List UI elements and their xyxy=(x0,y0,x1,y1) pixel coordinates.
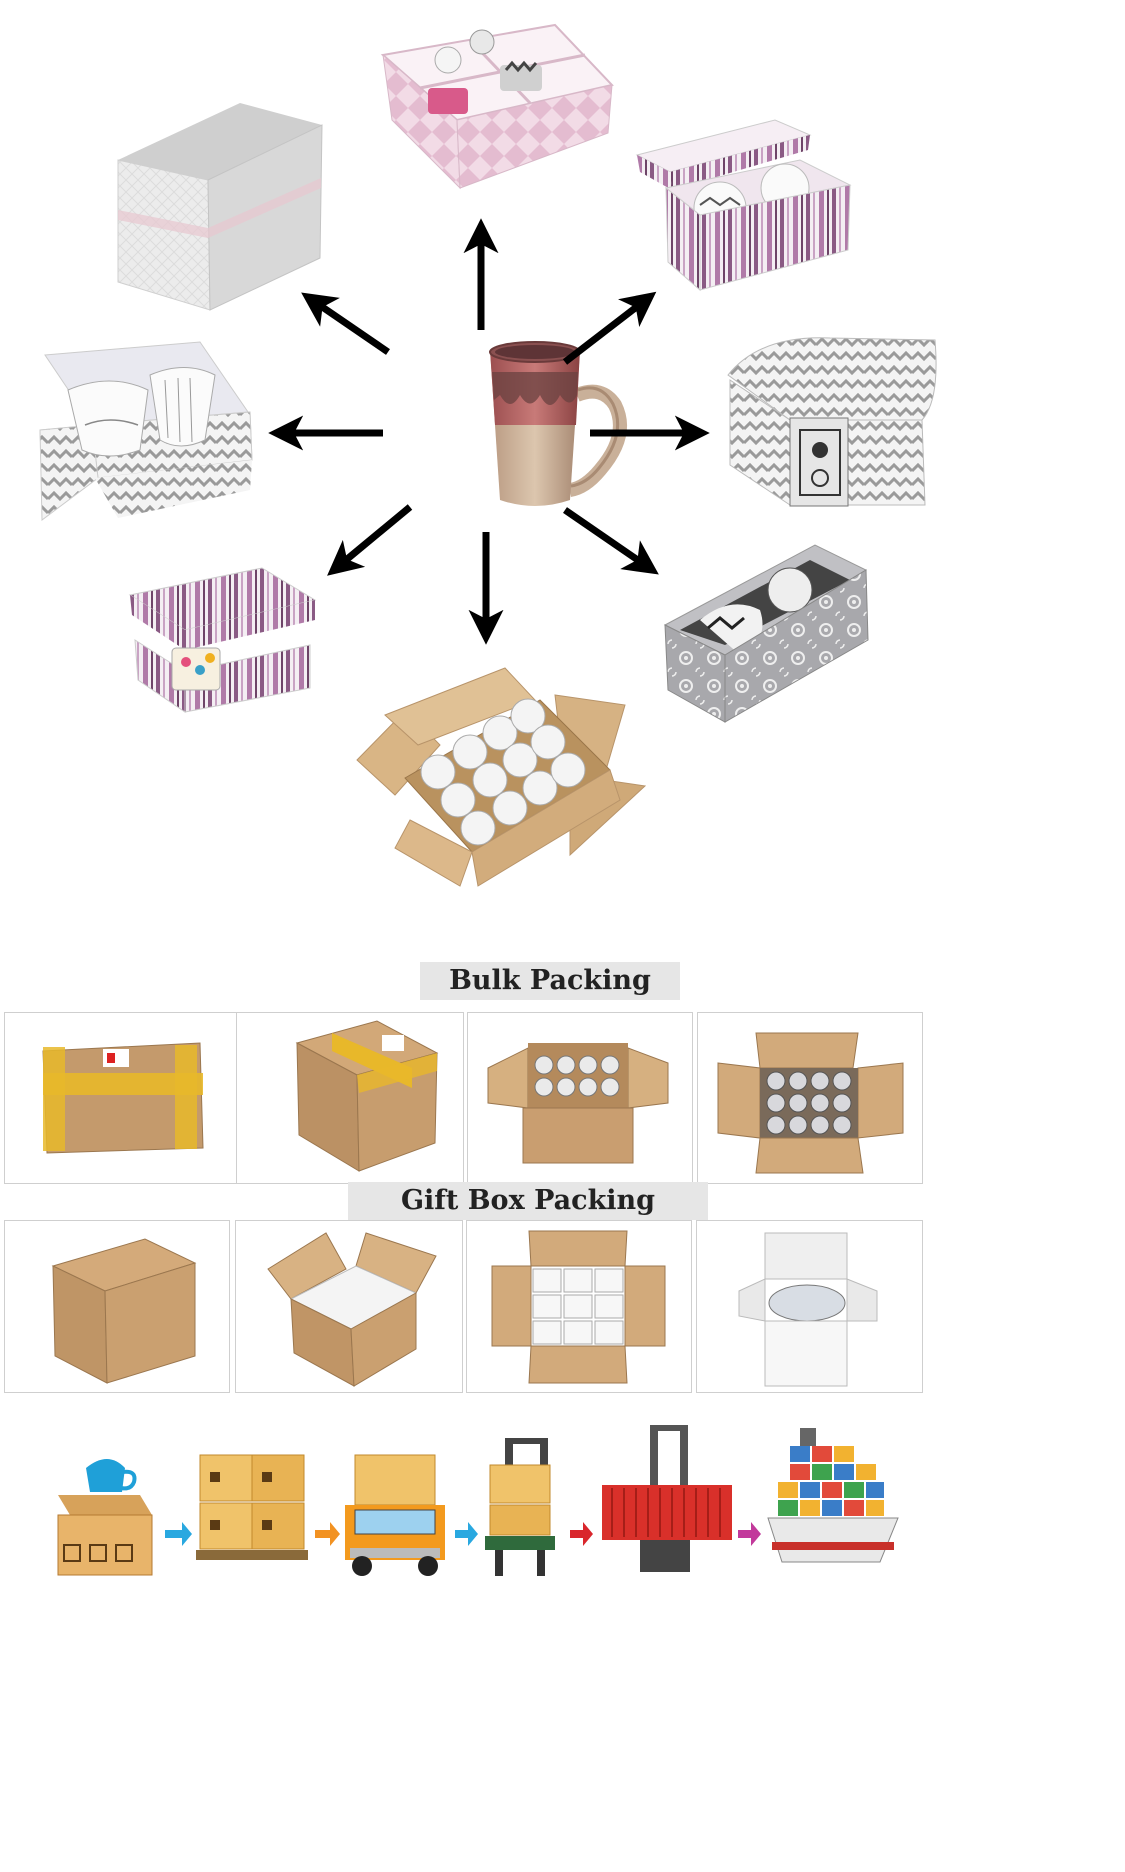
taped-carton-icon xyxy=(295,1020,439,1172)
cargo-ship-icon xyxy=(767,1428,899,1563)
striped-lidded-box xyxy=(635,119,852,292)
mug-icon xyxy=(489,341,627,506)
arrow-up-left xyxy=(301,292,390,355)
top-view-carton-icon xyxy=(717,1032,904,1174)
flow-arrow-4 xyxy=(570,1522,593,1546)
shipping-flow xyxy=(57,1425,899,1576)
gift-box-packing-label: Gift Box Packing xyxy=(348,1182,708,1220)
container-crane-icon xyxy=(602,1425,732,1572)
bulk-photo-taped-carton xyxy=(236,1012,464,1184)
arrow-down-left xyxy=(327,504,413,576)
divided-mug-box xyxy=(380,23,614,190)
flow-arrow-2 xyxy=(315,1522,340,1546)
gift-photo-white-box-with-mug xyxy=(696,1220,923,1393)
bulk-photo-top-view-carton xyxy=(697,1012,923,1184)
delivery-truck-icon xyxy=(345,1454,445,1576)
gift-photo-open-carton-white-boxes xyxy=(235,1220,463,1393)
arrows xyxy=(268,218,710,645)
box-with-mug-icon xyxy=(57,1459,153,1576)
bulk-photo-open-carton-mugs xyxy=(467,1012,693,1184)
stacked-cartons-icon xyxy=(196,1454,308,1560)
floral-box xyxy=(663,544,869,723)
white-box-with-mug-icon xyxy=(738,1232,878,1387)
gift-photo-top-view-white-boxes xyxy=(466,1220,692,1393)
carton-with-mugs xyxy=(356,667,647,887)
tall-gift-box xyxy=(117,103,323,311)
open-carton-mugs-icon xyxy=(487,1043,669,1164)
open-carton-white-boxes-icon xyxy=(267,1232,437,1387)
top-view-white-boxes-icon xyxy=(491,1230,666,1384)
zigzag-wrap-box xyxy=(727,337,937,507)
bulk-photo-sealed-carton xyxy=(4,1012,277,1184)
gift-photo-closed-carton xyxy=(4,1220,230,1393)
striped-box-with-mug xyxy=(128,567,317,713)
flow-arrow-3 xyxy=(455,1522,478,1546)
arrow-down-right xyxy=(563,507,659,575)
forklift-icon xyxy=(485,1438,555,1576)
flow-arrow-5 xyxy=(738,1522,761,1546)
bulk-packing-label: Bulk Packing xyxy=(420,962,680,1000)
sealed-carton-icon xyxy=(42,1042,204,1154)
closed-carton-icon xyxy=(51,1238,197,1384)
flow-arrow-1 xyxy=(165,1522,192,1546)
packaging-options-diagram xyxy=(39,23,937,887)
window-box-two-cups xyxy=(39,341,253,521)
arrow-up-right xyxy=(562,291,657,365)
